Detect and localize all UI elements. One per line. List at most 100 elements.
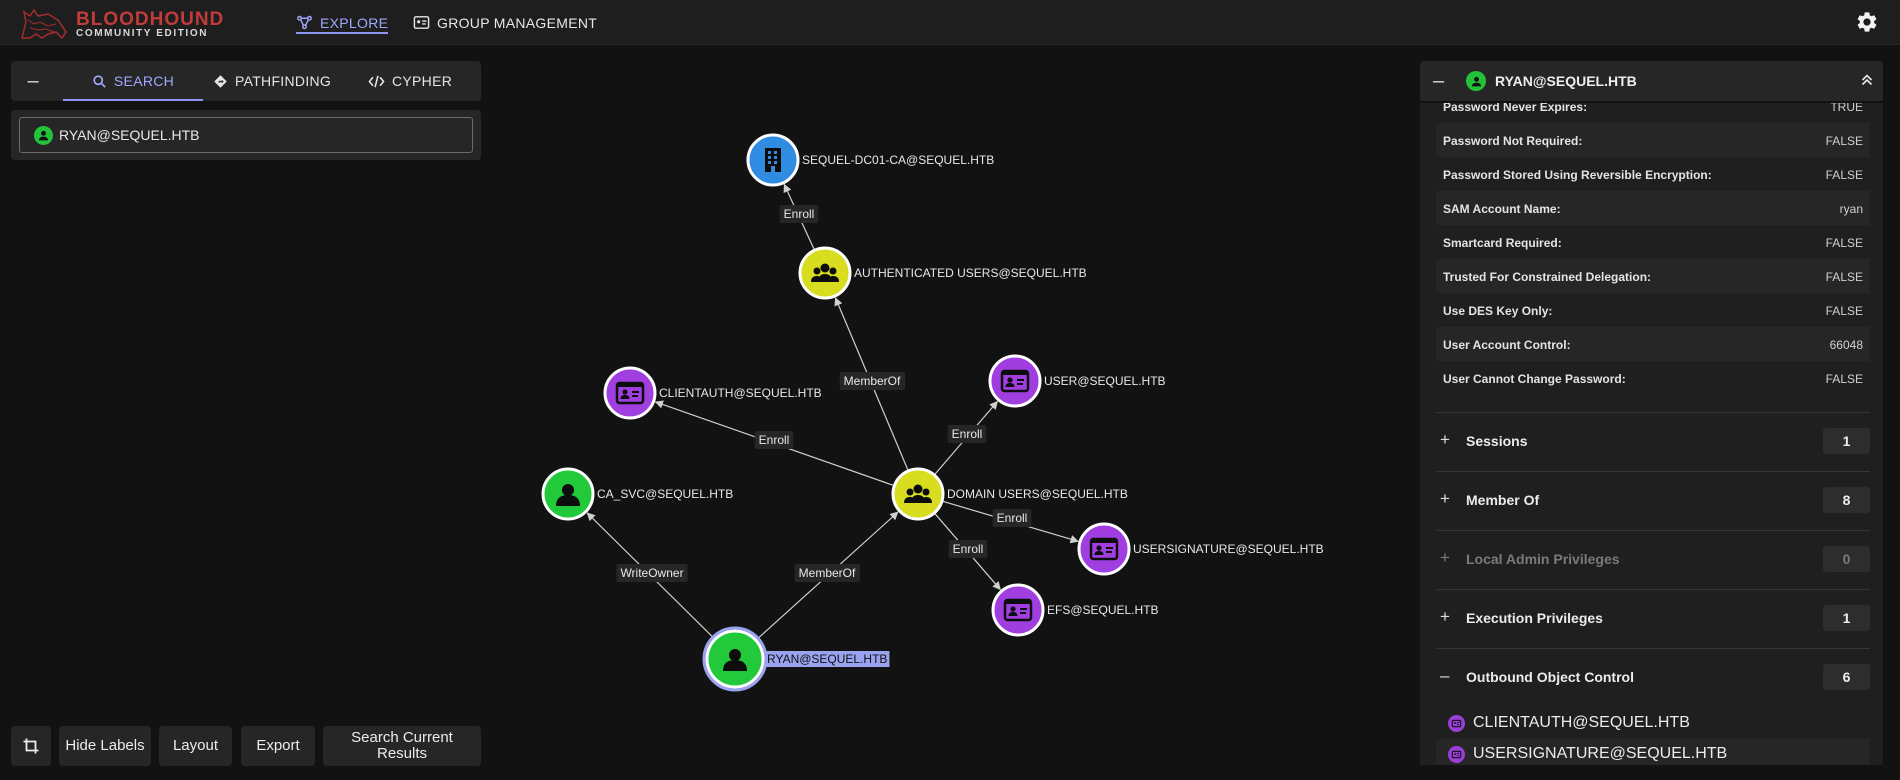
divider xyxy=(1436,412,1870,413)
expand-icon: + xyxy=(1440,489,1450,508)
export-button[interactable]: Export xyxy=(241,726,315,766)
graph-node-label: CLIENTAUTH@SEQUEL.HTB xyxy=(659,386,822,400)
tab-search[interactable]: SEARCH xyxy=(63,61,203,101)
divider xyxy=(1436,648,1870,649)
property-key: Password Not Required: xyxy=(1443,134,1583,148)
double-chevron-up-icon[interactable] xyxy=(1858,71,1876,89)
graph-node-clientauth[interactable]: CLIENTAUTH@SEQUEL.HTB xyxy=(603,366,822,420)
property-key: Password Never Expires: xyxy=(1443,103,1588,114)
list-item[interactable]: CLIENTAUTH@SEQUEL.HTB xyxy=(1436,708,1870,738)
graph-node-label: SEQUEL-DC01-CA@SEQUEL.HTB xyxy=(802,153,994,167)
logo-title: BLOODHOUND xyxy=(76,9,225,30)
hide-labels-button[interactable]: Hide Labels xyxy=(59,726,151,766)
section-execution-privileges[interactable]: + Execution Privileges 1 xyxy=(1436,598,1870,638)
cert-template-icon xyxy=(1000,369,1030,393)
property-row: Smartcard Required: FALSE xyxy=(1436,225,1870,259)
nav-explore[interactable]: EXPLORE xyxy=(296,0,389,45)
edge-label[interactable]: Enroll xyxy=(754,431,794,449)
edge-label[interactable]: Enroll xyxy=(779,205,819,223)
edge-label[interactable]: Enroll xyxy=(947,425,987,443)
graph-node-user[interactable]: USER@SEQUEL.HTB xyxy=(988,354,1166,408)
property-key: Trusted For Constrained Delegation: xyxy=(1443,270,1652,284)
property-value: FALSE xyxy=(1825,270,1863,284)
search-input[interactable]: RYAN@SEQUEL.HTB xyxy=(19,117,473,153)
collapse-search-button[interactable]: – xyxy=(27,69,39,92)
property-value: 66048 xyxy=(1829,338,1863,352)
user-icon xyxy=(1466,71,1486,91)
list-item[interactable]: USERSIGNATURE@SEQUEL.HTB xyxy=(1436,739,1870,765)
property-key: SAM Account Name: xyxy=(1443,202,1561,216)
entity-title: RYAN@SEQUEL.HTB xyxy=(1495,73,1637,89)
edge-label[interactable]: Enroll xyxy=(992,509,1032,527)
property-value: FALSE xyxy=(1825,134,1863,148)
layout-button[interactable]: Layout xyxy=(159,726,232,766)
expand-icon: + xyxy=(1440,548,1450,567)
section-count: 0 xyxy=(1823,546,1870,572)
graph-node-label: USERSIGNATURE@SEQUEL.HTB xyxy=(1133,542,1324,556)
gear-icon[interactable] xyxy=(1855,10,1879,34)
crop-button[interactable] xyxy=(11,726,51,766)
graph-node-auth[interactable]: AUTHENTICATED USERS@SEQUEL.HTB xyxy=(798,246,1087,300)
svg-text:WriteOwner: WriteOwner xyxy=(620,566,683,580)
divider xyxy=(1436,530,1870,531)
property-row: Trusted For Constrained Delegation: FALS… xyxy=(1436,259,1870,293)
bloodhound-logo[interactable]: BLOODHOUND COMMUNITY EDITION xyxy=(18,2,248,42)
hound-logo-icon xyxy=(21,8,67,40)
section-label: Member Of xyxy=(1466,492,1540,508)
graph-node-label: DOMAIN USERS@SEQUEL.HTB xyxy=(947,487,1128,501)
property-row: User Account Control: 66048 xyxy=(1436,327,1870,361)
section-count: 1 xyxy=(1823,428,1870,454)
graph-node-label: EFS@SEQUEL.HTB xyxy=(1047,603,1159,617)
tab-cypher[interactable]: CYPHER xyxy=(368,61,452,101)
group-icon xyxy=(811,263,839,282)
section-label: Outbound Object Control xyxy=(1466,669,1634,685)
svg-text:Enroll: Enroll xyxy=(784,207,815,221)
enterprise-ca-icon xyxy=(765,148,781,172)
crop-icon xyxy=(23,738,39,754)
property-key: User Account Control: xyxy=(1443,338,1571,352)
top-navigation-bar: BLOODHOUND COMMUNITY EDITION EXPLORE GRO… xyxy=(0,0,1900,45)
entity-panel-header: – RYAN@SEQUEL.HTB xyxy=(1420,61,1883,101)
property-row: SAM Account Name: ryan xyxy=(1436,191,1870,225)
nav-group-management[interactable]: GROUP MANAGEMENT xyxy=(413,0,597,45)
edge-label[interactable]: Enroll xyxy=(948,540,988,558)
expand-icon: + xyxy=(1440,430,1450,449)
edge-label[interactable]: MemberOf xyxy=(839,372,905,390)
svg-text:Enroll: Enroll xyxy=(759,433,790,447)
cert-template-icon xyxy=(615,381,645,405)
section-label: Local Admin Privileges xyxy=(1466,551,1620,567)
graph-node-usersig[interactable]: USERSIGNATURE@SEQUEL.HTB xyxy=(1077,522,1324,576)
edge-label[interactable]: MemberOf xyxy=(794,564,860,582)
section-outbound-object-control[interactable]: – Outbound Object Control 6 xyxy=(1436,657,1870,697)
property-value: FALSE xyxy=(1825,372,1863,386)
svg-text:Enroll: Enroll xyxy=(953,542,984,556)
nav-group-management-label: GROUP MANAGEMENT xyxy=(437,14,598,31)
entity-panel-body[interactable]: Password Never Expires: TRUE Password No… xyxy=(1420,103,1883,765)
graph-node-label: CA_SVC@SEQUEL.HTB xyxy=(597,487,733,501)
cert-template-icon xyxy=(1448,715,1465,732)
property-value: FALSE xyxy=(1825,236,1863,250)
tab-pathfinding[interactable]: PATHFINDING xyxy=(213,61,331,101)
graph-node-efs[interactable]: EFS@SEQUEL.HTB xyxy=(991,583,1159,637)
graph-node-casvc[interactable]: CA_SVC@SEQUEL.HTB xyxy=(541,467,733,521)
edge-label[interactable]: WriteOwner xyxy=(616,564,688,582)
graph-node-ryan[interactable]: RYAN@SEQUEL.HTB xyxy=(702,626,890,692)
graph-node-label: RYAN@SEQUEL.HTB xyxy=(767,652,887,666)
collapse-entity-panel-button[interactable]: – xyxy=(1433,70,1445,92)
svg-text:Enroll: Enroll xyxy=(997,511,1028,525)
section-sessions[interactable]: + Sessions 1 xyxy=(1436,421,1870,461)
graph-node-ca[interactable]: SEQUEL-DC01-CA@SEQUEL.HTB xyxy=(746,133,994,187)
expand-icon: + xyxy=(1440,607,1450,626)
property-key: Smartcard Required: xyxy=(1443,236,1562,250)
section-local-admin-privileges: + Local Admin Privileges 0 xyxy=(1436,539,1870,579)
search-current-results-button[interactable]: Search Current Results xyxy=(323,726,481,766)
section-member-of[interactable]: + Member Of 8 xyxy=(1436,480,1870,520)
logo-subtitle: COMMUNITY EDITION xyxy=(76,28,209,39)
graph-node-du[interactable]: DOMAIN USERS@SEQUEL.HTB xyxy=(891,467,1128,521)
property-row: Password Not Required: FALSE xyxy=(1436,123,1870,157)
tab-cypher-label: CYPHER xyxy=(392,73,453,89)
section-count: 8 xyxy=(1823,487,1870,513)
section-label: Execution Privileges xyxy=(1466,610,1603,626)
